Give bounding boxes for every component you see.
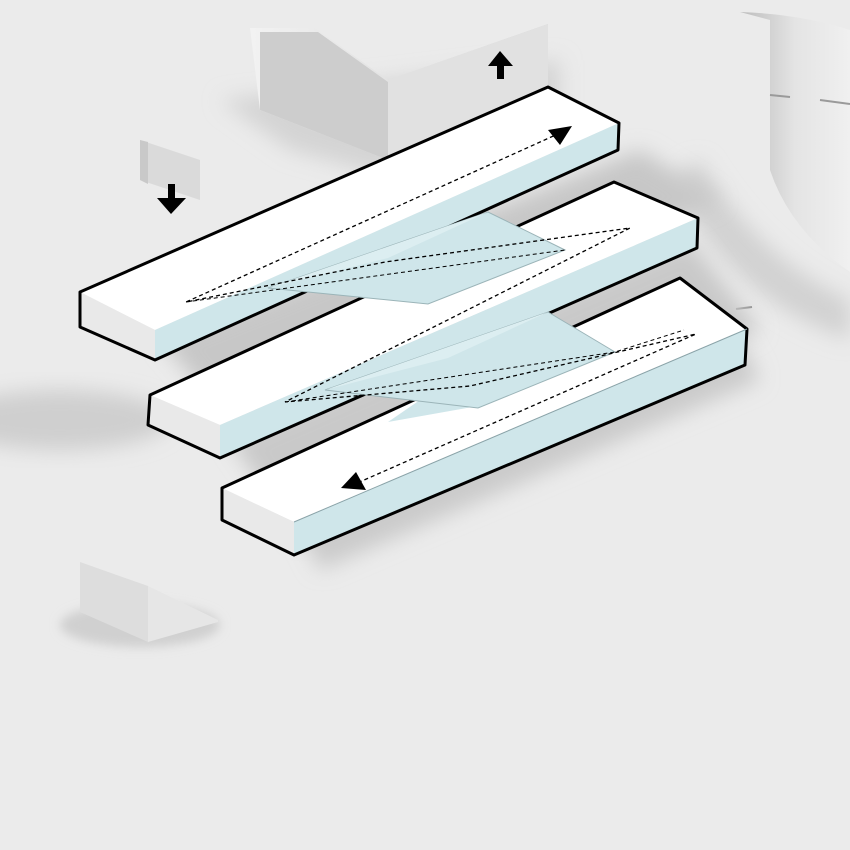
arrowhead-end-icon [548,126,572,145]
context-building-top [220,24,560,175]
arrow-down-icon [157,184,186,214]
ramp-slab-top [78,85,621,362]
ramp-slab-middle [146,180,700,460]
arrow-up-icon [488,51,513,79]
circulation-path [185,132,697,485]
arrowhead-start-icon [341,472,366,490]
context-block-bottom [60,562,220,647]
context-shadow-left [0,390,170,450]
context-block-small [140,140,200,200]
